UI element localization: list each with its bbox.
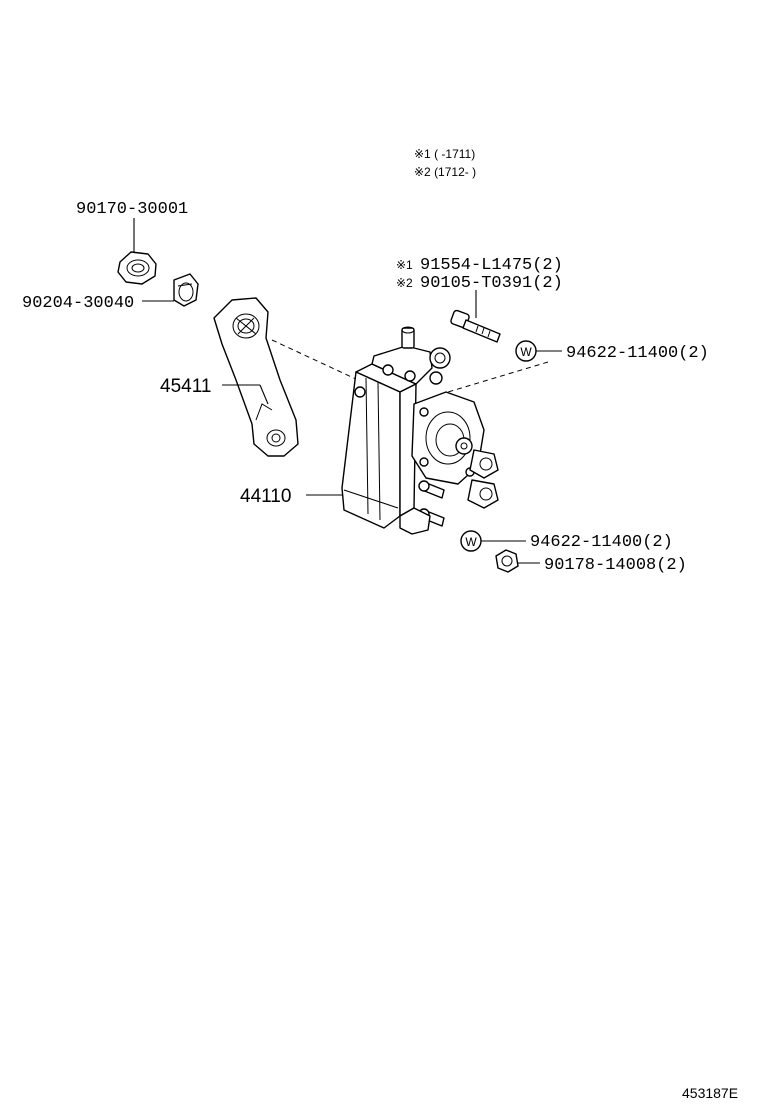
washer-assembly-line [447, 361, 549, 393]
part-label-90178-14008[interactable]: 90178-14008(2) [544, 556, 687, 575]
date-note-2: ※2 (1712- ) [414, 165, 476, 179]
part-label-90204-30040[interactable]: 90204-30040 [22, 294, 134, 313]
part-label-90170-30001[interactable]: 90170-30001 [76, 200, 188, 219]
part-label-91554-L1475[interactable]: 91554-L1475(2) [420, 256, 563, 275]
part-label-90105-T0391[interactable]: 90105-T0391(2) [420, 274, 563, 293]
pitman-arm-illustration [213, 297, 299, 457]
washer-lower-right-illustration: W [460, 530, 482, 552]
washer-upper-symbol: W [520, 345, 532, 359]
washer-lower-symbol: W [465, 535, 477, 549]
washer-top-illustration [173, 273, 199, 307]
hex-nut-top-illustration [117, 251, 157, 285]
part-label-94622-11400-lower[interactable]: 94622-11400(2) [530, 533, 673, 552]
pitman-arm-assembly-line [271, 339, 359, 381]
steering-gear-assembly-illustration [341, 326, 499, 535]
part-label-44110[interactable]: 44110 [240, 486, 291, 507]
nut-lower-right-illustration [495, 549, 519, 573]
part-label-94622-11400-upper[interactable]: 94622-11400(2) [566, 344, 709, 363]
mounting-bolt-illustration [450, 309, 501, 343]
pitman-arm-leader-tip [259, 384, 269, 405]
date-note-1: ※1 ( -1711) [414, 147, 475, 161]
bolt-1-mark: ※1 [396, 258, 413, 272]
part-label-45411[interactable]: 45411 [160, 376, 211, 397]
illustration-reference-id: 453187E [682, 1085, 738, 1101]
bolt-2-mark: ※2 [396, 276, 413, 290]
washer-upper-right-illustration: W [515, 340, 537, 362]
